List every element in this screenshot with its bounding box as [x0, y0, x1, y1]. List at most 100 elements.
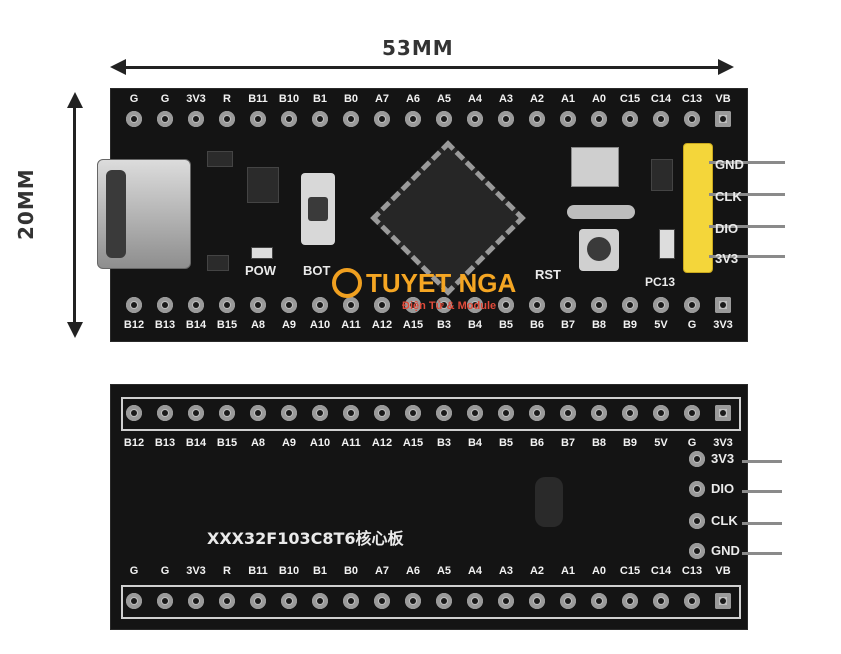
- pin-label: B0: [343, 93, 359, 105]
- pin-pad: [498, 111, 514, 127]
- pin-pad: [591, 593, 607, 609]
- pin-label: C14: [650, 93, 672, 105]
- swd-header: [683, 143, 713, 273]
- pin-pad: [653, 297, 669, 313]
- pin-label: A3: [498, 93, 514, 105]
- pin-label: A8: [250, 437, 266, 449]
- pin-pad: [281, 405, 297, 421]
- back-header-pin-2: [742, 490, 782, 493]
- pin-pad: [219, 297, 235, 313]
- crystal: [571, 147, 619, 187]
- pc13-led: [659, 229, 675, 259]
- boot-button-cap: [308, 197, 328, 221]
- pin-label: A6: [405, 565, 421, 577]
- header-pin-2: [709, 193, 785, 196]
- pin-label: B14: [185, 319, 207, 331]
- pin-label: B7: [560, 319, 576, 331]
- pin-pad: [343, 405, 359, 421]
- reset-button: [579, 229, 619, 271]
- pin-pad: [281, 111, 297, 127]
- header-pin-3: [709, 225, 785, 228]
- back-header-pin-4: [742, 552, 782, 555]
- pow-label: POW: [245, 263, 277, 278]
- pin-label: 3V3: [713, 437, 733, 449]
- pin-pad: [560, 111, 576, 127]
- pin-label: A1: [560, 93, 576, 105]
- height-arrow-down-icon: [67, 322, 83, 338]
- pin-label: A4: [467, 565, 483, 577]
- reset-button-cap: [587, 237, 611, 261]
- pin-pad: [281, 297, 297, 313]
- back-header-label-gnd: GND: [711, 543, 740, 558]
- pin-pad: [312, 111, 328, 127]
- back-header-pin-1: [742, 460, 782, 463]
- pin-label: G: [160, 93, 170, 105]
- pin-label: B0: [343, 565, 359, 577]
- pin-label: A9: [281, 319, 297, 331]
- pin-pad: [498, 297, 514, 313]
- pin-pad: [560, 297, 576, 313]
- pin-pad: [219, 405, 235, 421]
- pin-label: B10: [278, 565, 300, 577]
- pin-pad: [529, 111, 545, 127]
- pin-pad: [343, 297, 359, 313]
- header-label-clk: CLK: [715, 189, 742, 204]
- width-arrow-left-icon: [110, 59, 126, 75]
- pin-pad: [188, 405, 204, 421]
- pin-pad: [405, 297, 421, 313]
- pin-label: 5V: [654, 437, 668, 449]
- pin-label: A15: [402, 319, 424, 331]
- pin-pad: [405, 593, 421, 609]
- pin-label: G: [687, 319, 697, 331]
- pin-label: C13: [681, 93, 703, 105]
- pin-label: B15: [216, 437, 238, 449]
- pin-label: B11: [248, 565, 268, 577]
- pin-pad: [467, 111, 483, 127]
- pin-label: B9: [622, 319, 638, 331]
- brand-logo-icon: [332, 268, 362, 298]
- pin-pad: [343, 111, 359, 127]
- width-dimension-line: [118, 66, 722, 69]
- pin-label: B9: [622, 437, 638, 449]
- pin-label: B5: [498, 437, 514, 449]
- boot-label: BOT: [303, 263, 331, 278]
- pin-pad: [436, 297, 452, 313]
- pin-label: B6: [529, 437, 545, 449]
- pin-label: B8: [591, 437, 607, 449]
- header-label-gnd: GND: [715, 157, 744, 172]
- pin-pad: [467, 593, 483, 609]
- pin-label: 3V3: [713, 319, 733, 331]
- pin-pad: [157, 111, 173, 127]
- height-arrow-up-icon: [67, 92, 83, 108]
- pin-pad: [126, 111, 142, 127]
- watermark-brand: TUYET NGA: [366, 268, 517, 298]
- pin-pad: [653, 593, 669, 609]
- pin-pad: [560, 405, 576, 421]
- pin-pad: [622, 297, 638, 313]
- crystal-32k: [567, 205, 635, 219]
- pin-label: B14: [185, 437, 207, 449]
- pin-pad: [374, 405, 390, 421]
- rst-label: RST: [535, 267, 561, 282]
- pin-label: G: [129, 93, 139, 105]
- pin-label: A0: [591, 565, 607, 577]
- pin-label: R: [223, 93, 231, 105]
- pin-label: A0: [591, 93, 607, 105]
- pin-label: A11: [341, 437, 361, 449]
- pin-label: A8: [250, 319, 266, 331]
- pin-pad: [653, 405, 669, 421]
- pin-label: B1: [312, 565, 328, 577]
- pin-label: B5: [498, 319, 514, 331]
- pin-label: G: [687, 437, 697, 449]
- header-pin-4: [709, 255, 785, 258]
- header-label-dio: DIO: [715, 221, 739, 236]
- pin-label: VB: [715, 93, 731, 105]
- pin-label: B7: [560, 437, 576, 449]
- voltage-regulator: [247, 167, 279, 203]
- pin-label: B12: [123, 437, 145, 449]
- usb-c-connector: [97, 159, 191, 269]
- back-header-pad-1: [689, 451, 705, 467]
- back-header-pad-3: [689, 513, 705, 529]
- pin-pad: [219, 593, 235, 609]
